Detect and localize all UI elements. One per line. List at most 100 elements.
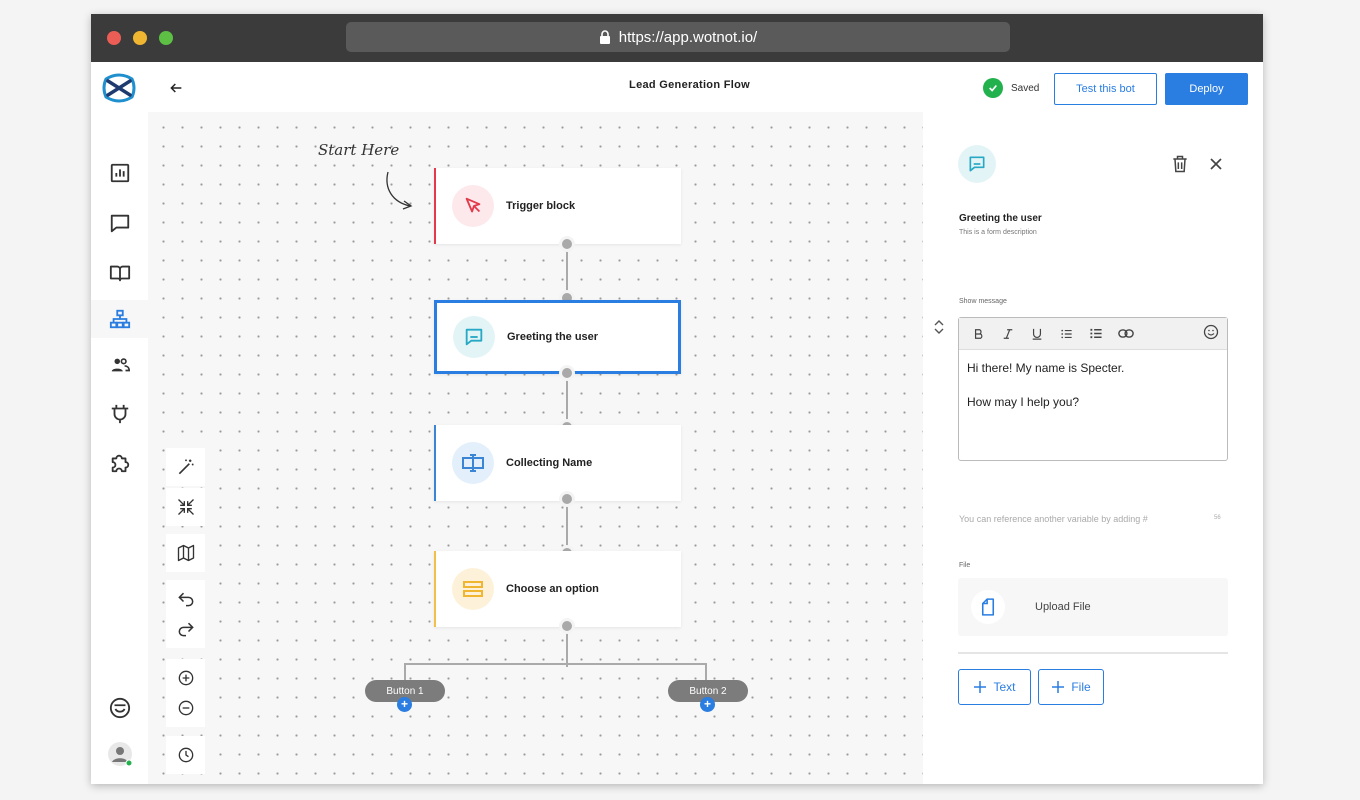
branch-button-1[interactable]: Button 1 (365, 680, 445, 702)
italic-button[interactable] (1002, 324, 1031, 344)
support-chat-icon (109, 697, 130, 719)
map-icon (177, 544, 194, 562)
branch-line (404, 663, 406, 683)
message-editor[interactable]: Hi there! My name is Specter. How may I … (958, 317, 1228, 461)
show-message-label: Show message (959, 298, 1007, 305)
bullet-list-button[interactable] (1060, 324, 1089, 344)
cursor-icon (452, 185, 494, 227)
undo-button[interactable] (166, 584, 205, 614)
redo-icon (178, 622, 194, 637)
add-node-button[interactable]: + (700, 697, 715, 712)
sidebar-item-integrations[interactable] (91, 395, 148, 433)
message-icon (453, 316, 495, 358)
text-input-icon (452, 442, 494, 484)
add-node-button[interactable]: + (397, 697, 412, 712)
collecting-name-block[interactable]: Collecting Name (434, 425, 681, 501)
close-icon[interactable] (1206, 154, 1226, 174)
chat-icon (110, 214, 129, 233)
deploy-button[interactable]: Deploy (1165, 73, 1248, 105)
top-header: Lead Generation Flow Saved Test this bot… (148, 62, 1263, 112)
branch-button-2[interactable]: Button 2 (668, 680, 748, 702)
upload-file-button[interactable]: Upload File (958, 578, 1228, 636)
sidebar-item-team[interactable] (91, 346, 148, 384)
back-button[interactable] (164, 76, 188, 100)
saved-label: Saved (1011, 82, 1040, 94)
plus-icon (974, 681, 987, 693)
block-settings-panel: Greeting the user This is a form descrip… (923, 112, 1263, 784)
sidebar-item-knowledge[interactable] (91, 254, 148, 292)
plug-icon (111, 404, 128, 424)
minimize-window-button[interactable] (133, 31, 147, 45)
plus-icon (1052, 681, 1065, 693)
minimap-tool[interactable] (166, 534, 205, 572)
clock-icon (178, 747, 193, 763)
bold-button[interactable] (973, 324, 1002, 344)
numbered-list-icon (1090, 328, 1102, 339)
underline-button[interactable] (1031, 324, 1060, 344)
underline-icon (1032, 328, 1042, 340)
undo-redo-tools (166, 580, 205, 648)
trigger-block[interactable]: Trigger block (434, 168, 681, 244)
wotnot-logo-icon[interactable] (102, 73, 136, 103)
flow-title: Lead Generation Flow (629, 79, 750, 91)
puzzle-icon (111, 454, 129, 473)
options-icon (452, 568, 494, 610)
greeting-block[interactable]: Greeting the user (434, 300, 681, 374)
zoom-out-button[interactable] (166, 693, 205, 723)
sidebar-item-analytics[interactable] (91, 154, 148, 192)
test-bot-button[interactable]: Test this bot (1054, 73, 1157, 105)
connector-line (566, 244, 568, 300)
numbered-list-button[interactable] (1089, 324, 1118, 344)
close-window-button[interactable] (107, 31, 121, 45)
url-text: https://app.wotnot.io/ (618, 28, 758, 46)
user-avatar[interactable] (91, 735, 148, 773)
curved-arrow-icon (386, 171, 413, 210)
bullet-list-icon (1061, 329, 1072, 338)
output-port[interactable] (559, 491, 575, 507)
zoom-in-button[interactable] (166, 663, 205, 693)
zoom-out-icon (178, 700, 193, 716)
link-button[interactable] (1118, 324, 1147, 344)
editor-toolbar (959, 318, 1227, 350)
connector-line (566, 627, 568, 667)
message-line: How may I help you? (967, 395, 1080, 409)
choose-option-block[interactable]: Choose an option (434, 551, 681, 627)
output-port[interactable] (559, 236, 575, 252)
sidebar-item-conversations[interactable] (91, 204, 148, 242)
output-port[interactable] (559, 618, 575, 634)
sidebar-item-flow-builder[interactable] (91, 300, 148, 338)
start-here-annotation: Start Here (318, 141, 400, 159)
block-title: Trigger block (506, 200, 576, 212)
link-icon (1118, 329, 1134, 338)
save-status: Saved (983, 78, 1039, 98)
undo-icon (177, 592, 193, 607)
book-icon (109, 265, 130, 282)
lock-icon (599, 30, 610, 44)
redo-button[interactable] (166, 614, 205, 644)
history-tool[interactable] (166, 736, 205, 774)
magic-wand-icon (178, 459, 193, 475)
sidebar-item-extensions[interactable] (91, 444, 148, 482)
emoji-icon (1203, 324, 1219, 340)
emoji-button[interactable] (1203, 324, 1219, 345)
fit-view-tool[interactable] (166, 488, 205, 526)
message-line: Hi there! My name is Specter. (967, 361, 1125, 375)
auto-arrange-tool[interactable] (166, 448, 205, 486)
add-file-button[interactable]: File (1038, 669, 1104, 705)
branch-line (705, 663, 707, 683)
browser-titlebar: https://app.wotnot.io/ (91, 14, 1263, 62)
add-text-button[interactable]: Text (958, 669, 1031, 705)
trash-icon[interactable] (1170, 154, 1190, 174)
address-bar[interactable]: https://app.wotnot.io/ (346, 22, 1010, 52)
sidebar-item-support[interactable] (91, 689, 148, 727)
sidebar (91, 62, 148, 784)
flow-canvas[interactable]: Start Here Trigger block (148, 112, 923, 784)
italic-icon (1003, 328, 1013, 339)
connector-line (566, 374, 568, 426)
maximize-window-button[interactable] (159, 31, 173, 45)
message-text[interactable]: Hi there! My name is Specter. How may I … (959, 350, 1227, 421)
app: Lead Generation Flow Saved Test this bot… (91, 62, 1263, 784)
connector-line (566, 501, 568, 551)
reorder-icon[interactable] (932, 317, 946, 337)
output-port[interactable] (559, 365, 575, 381)
